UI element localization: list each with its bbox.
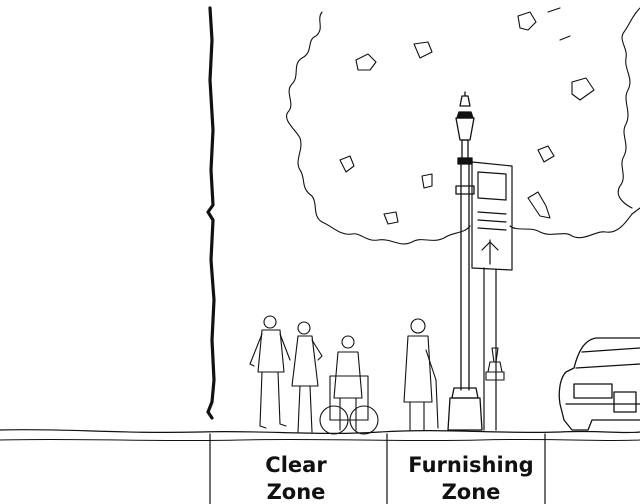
furnishing-zone-label: Furnishing Zone: [396, 452, 546, 504]
clear-zone-label-line2: Zone: [266, 480, 326, 504]
tree-canopy-icon: [286, 7, 640, 245]
building-facade: [206, 6, 216, 420]
street-lamp-post-icon: [447, 91, 483, 431]
furnishing-zone-label-line2: Zone: [441, 480, 501, 504]
sidewalk-surface: [0, 428, 640, 434]
fire-hydrant-icon: [485, 347, 505, 381]
clear-zone-label-line1: Clear: [265, 453, 327, 477]
street-sign-icon: [471, 161, 513, 431]
person-with-cane-icon: [403, 318, 439, 431]
clear-zone-label: Clear Zone: [232, 452, 360, 504]
parked-car-icon: [558, 337, 640, 431]
furnishing-zone-label-line1: Furnishing: [408, 453, 534, 477]
walking-pedestrians-icon: [249, 315, 379, 435]
sidewalk-surface-lower: [0, 438, 640, 442]
